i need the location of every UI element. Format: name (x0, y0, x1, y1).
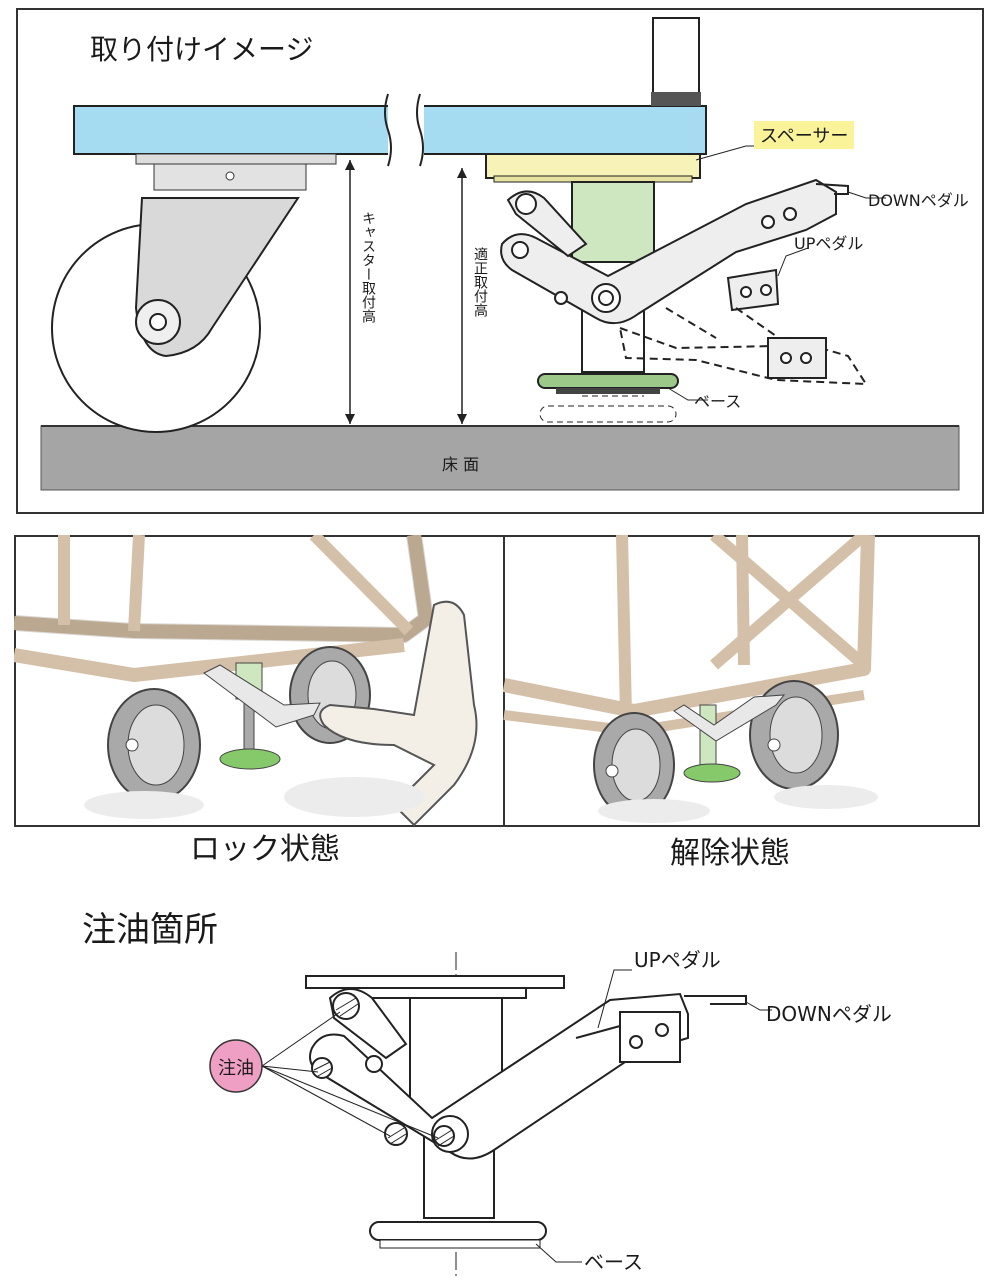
lock-state-caption: ロック状態 (190, 832, 340, 867)
lock-state-illustration (12, 530, 478, 827)
lube-base-label: ベース (584, 1250, 643, 1274)
down-pedal-label: DOWNペダル (868, 191, 969, 210)
installation-diagram (16, 8, 984, 514)
installation-panel: 取り付けイメージ スペーサー DOWNペダル UPペダル ベース 床 面 キャス… (16, 8, 984, 514)
usage-panel (12, 530, 980, 827)
caster-height-label: キャスター取付高 (358, 208, 378, 326)
floor-label: 床 面 (442, 455, 480, 474)
lubrication-panel (200, 940, 960, 1280)
lubrication-diagram (209, 952, 772, 1276)
lube-down-pedal-label: DOWNペダル (766, 1002, 892, 1026)
lubrication-title: 注油箇所 (82, 910, 218, 950)
release-state-illustration (502, 530, 878, 823)
oil-label: 注油 (218, 1058, 254, 1079)
base-label: ベース (694, 392, 742, 411)
lube-up-pedal-label: UPペダル (634, 948, 721, 972)
spacer-label: スペーサー (754, 121, 855, 149)
installation-title: 取り付けイメージ (90, 33, 314, 66)
up-pedal-label: UPペダル (794, 234, 864, 253)
release-state-caption: 解除状態 (670, 836, 790, 871)
usage-illustrations (12, 530, 980, 827)
proper-height-label: 適正取付高 (470, 244, 490, 320)
